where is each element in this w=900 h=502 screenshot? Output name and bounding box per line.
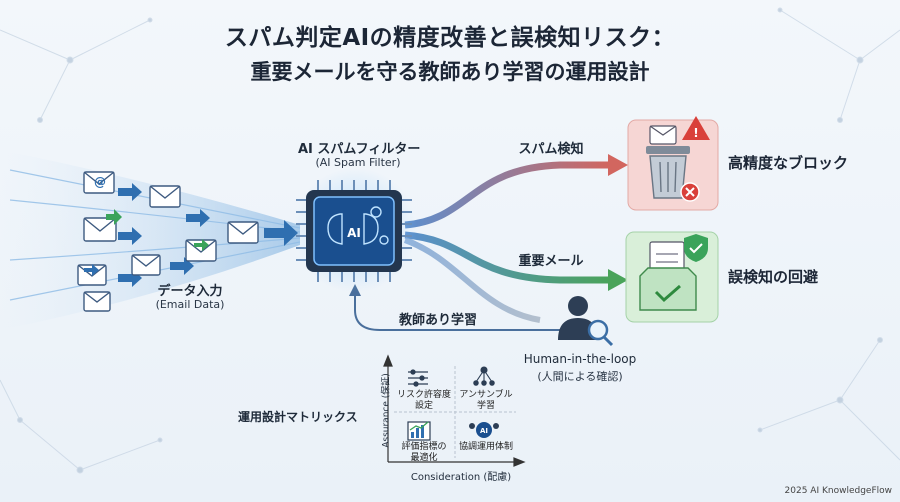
envelope-icon — [227, 221, 259, 244]
data-stream — [0, 150, 300, 330]
human-label: Human-in-the-loop — [523, 352, 637, 366]
chart-icon — [407, 421, 431, 441]
human-route-path — [403, 237, 541, 323]
warning-icon: ! — [682, 116, 710, 140]
envelope-icon — [131, 254, 161, 276]
svg-text:AI: AI — [480, 427, 488, 435]
page-title-line2: 重要メールを守る教師あり学習の運用設計 — [250, 60, 650, 84]
matrix-cell-line2: 学習 — [476, 401, 495, 411]
magnifier-icon — [587, 319, 609, 341]
copyright: 2025 AI KnowledgeFlow — [784, 486, 892, 496]
spam-route-arrowhead — [608, 154, 628, 176]
ai-chip-icon: AI — [293, 168, 417, 292]
inbox-tray-icon — [639, 267, 697, 311]
forward-arrow-icon — [84, 264, 99, 276]
matrix-cell-metrics: 評価指標の 最適化 — [395, 442, 453, 464]
feedback-label: 教師あり学習 — [398, 313, 477, 328]
matrix-x-axis-label: Consideration (配慮) — [410, 472, 512, 483]
important-result-label: 誤検知の回避 — [728, 268, 819, 286]
matrix-title: 運用設計マトリックス — [238, 410, 358, 424]
chip-label: AI — [347, 226, 361, 240]
matrix-cell-line1: リスク許容度 — [396, 390, 451, 400]
important-route-arrowhead — [608, 269, 628, 291]
input-sublabel: (Email Data) — [155, 298, 225, 311]
important-route-path — [404, 231, 610, 284]
human-sublabel: (人間による確認) — [537, 370, 623, 383]
matrix-y-axis-label: Assurance (保証) — [381, 373, 392, 448]
matrix-cell-risk: リスク許容度 設定 — [395, 390, 453, 412]
matrix-axes — [383, 354, 526, 467]
sliders-icon — [408, 369, 428, 387]
forward-arrow-icon — [194, 239, 209, 251]
spam-route-label: スパム検知 — [518, 142, 584, 157]
feedback-loop-path — [354, 292, 560, 331]
close-icon — [680, 182, 700, 202]
input-label: データ入力 — [157, 284, 223, 299]
matrix-cell-ensemble: アンサンブル 学習 — [457, 390, 515, 412]
trash-bin-icon — [646, 146, 690, 199]
forward-arrow-icon — [106, 209, 122, 225]
svg-text:!: ! — [693, 126, 698, 140]
envelope-icon — [83, 291, 111, 312]
at-sign-icon: @ — [94, 175, 106, 189]
human-reviewer-icon — [558, 296, 614, 347]
page-title-line1: スパム判定AIの精度改善と誤検知リスク： — [224, 25, 676, 51]
envelope-icon — [83, 171, 115, 194]
spam-result-label: 高精度なブロック — [728, 154, 849, 172]
important-route-label: 重要メール — [518, 254, 584, 269]
team-ai-icon: AI — [469, 422, 499, 438]
shield-check-icon — [684, 234, 708, 262]
matrix-cell-line2: 設定 — [414, 401, 433, 411]
envelope-icon — [83, 217, 117, 242]
spam-route-path — [404, 161, 610, 229]
important-inbox-panel — [625, 231, 719, 323]
spam-block-panel: ! — [627, 116, 719, 211]
filter-sublabel: (AI Spam Filter) — [315, 156, 401, 169]
matrix-cell-team: 協調運用体制 — [457, 442, 515, 453]
matrix-cell-line1: 評価指標の — [401, 442, 447, 452]
background-network-decoration — [0, 7, 900, 474]
spam-envelope-icon — [649, 125, 677, 145]
matrix-cell-line1: アンサンブル — [459, 390, 513, 400]
network-icon — [473, 366, 495, 386]
envelope-icon — [149, 185, 181, 208]
filter-label: AI スパムフィルター — [298, 142, 421, 157]
matrix-cell-line2: 最適化 — [410, 453, 438, 463]
matrix-cell-line1: 協調運用体制 — [458, 442, 513, 452]
